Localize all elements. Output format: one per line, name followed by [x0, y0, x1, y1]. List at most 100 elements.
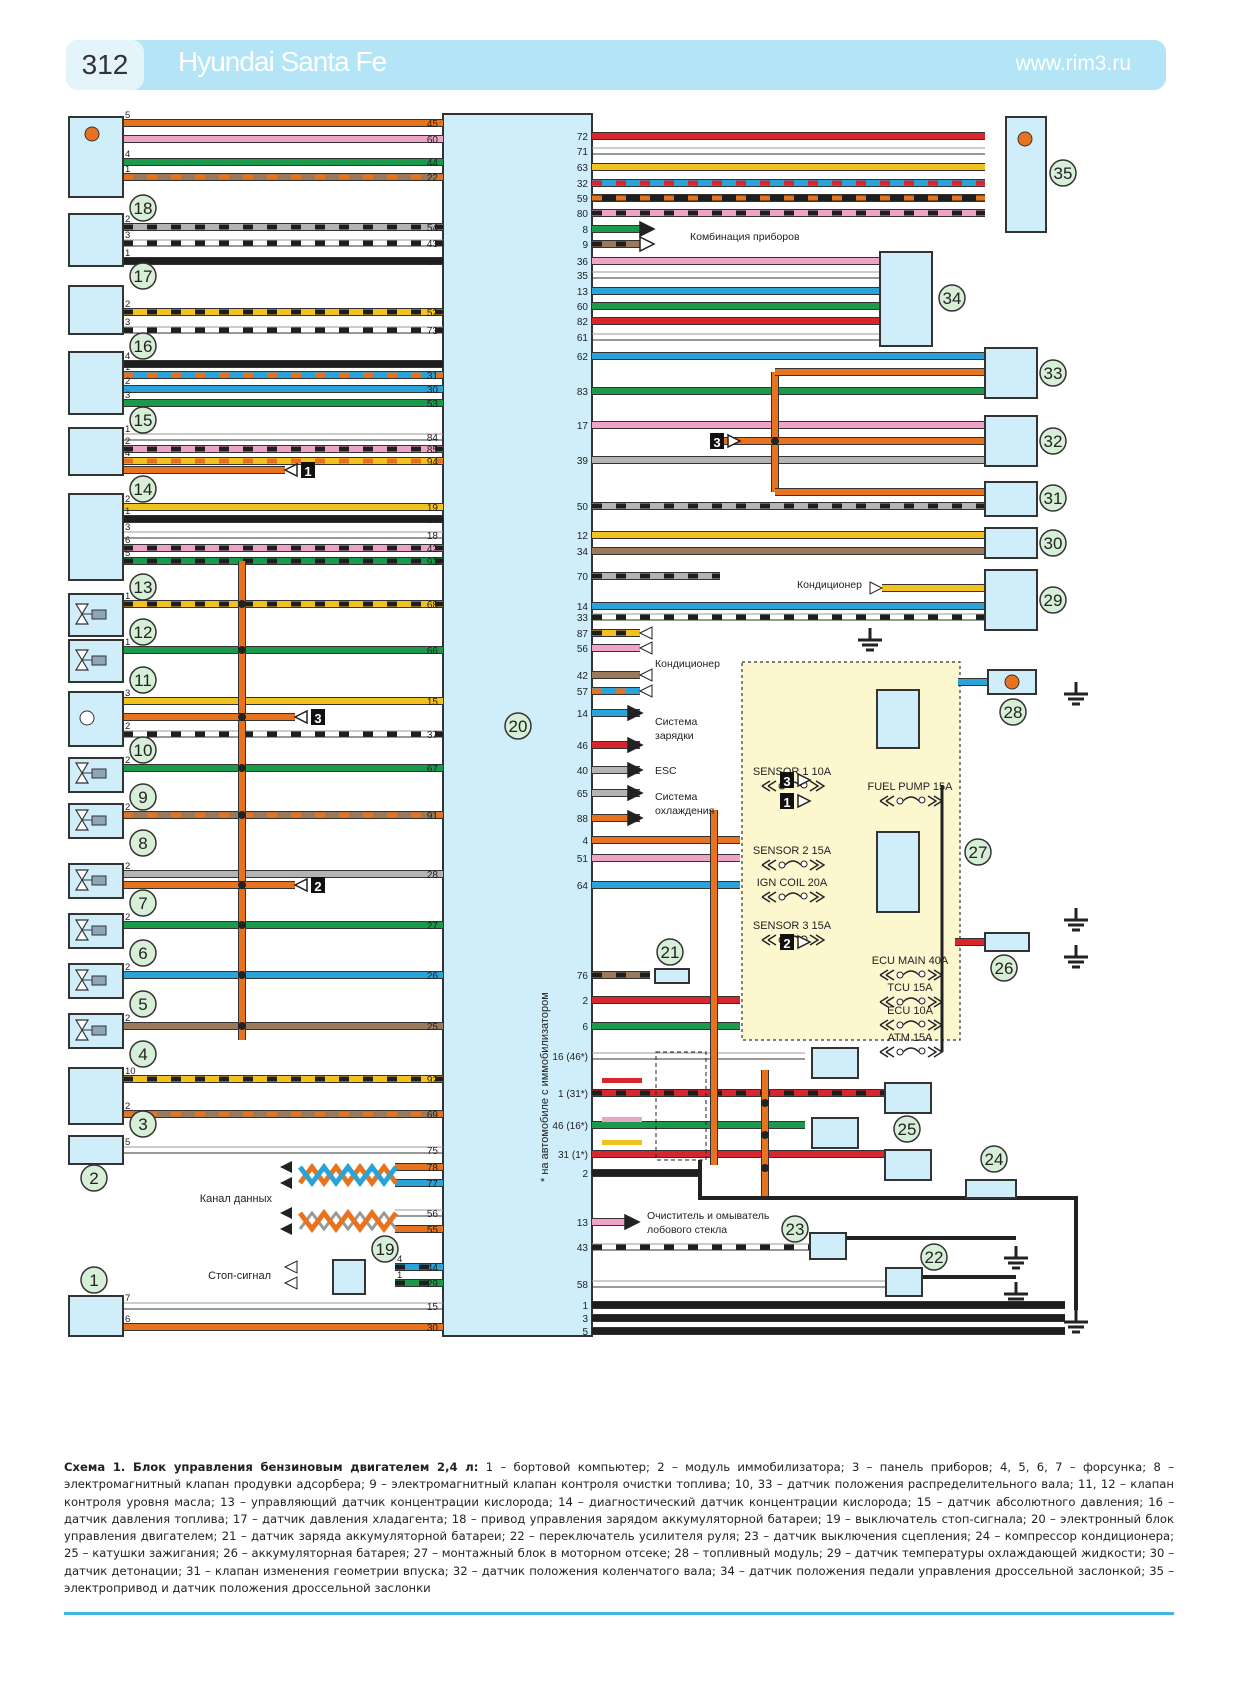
color-swatch-pink [602, 1117, 642, 1122]
component-badge-29: 29 [1039, 586, 1067, 614]
oil-level-valve-11 [68, 691, 124, 747]
component-badge-20: 20 [504, 712, 532, 740]
cooling-label-2: охлаждения [655, 805, 714, 817]
ref-box [311, 709, 325, 725]
ref-box [311, 877, 325, 893]
badge-circle [1039, 529, 1067, 557]
arrow-in-icon [283, 1260, 298, 1274]
ground-icon [1004, 1246, 1028, 1270]
component-pin-label: 2 [125, 861, 130, 872]
wire-shield [655, 1051, 707, 1161]
ecu-pin-right: 34 [577, 547, 589, 558]
ecu-pin-right: 83 [577, 387, 589, 398]
badge-circle [938, 284, 966, 312]
ecu-pin-right: 9 [582, 240, 588, 251]
junction-dot [238, 1022, 246, 1030]
ecu-pin-left: 73 [427, 326, 439, 337]
component-badge-5: 5 [129, 990, 157, 1018]
bottom-divider [64, 1612, 1174, 1615]
triangle-icon [797, 793, 812, 809]
ref-number: 3 [314, 711, 321, 726]
component-badge-4: 4 [129, 1040, 157, 1068]
badge-circle [893, 1115, 921, 1143]
ecu-pin-left: 30 [427, 1323, 439, 1334]
arrow-out-icon [627, 761, 644, 779]
arrow-in-icon [639, 235, 656, 253]
ground-icon [858, 628, 882, 652]
ignition-coil-3 [811, 1117, 859, 1149]
site-url: www.rim3.ru [1015, 52, 1131, 75]
component-badge-15: 15 [129, 406, 157, 434]
ecu-pin-right: 3 [582, 1314, 588, 1325]
component-badge-32: 32 [1039, 427, 1067, 455]
triangle-icon [797, 772, 812, 788]
component-pin-label: 2 [125, 376, 130, 387]
wire-left-pin-37 [123, 730, 443, 738]
page-header-bar [66, 40, 1166, 90]
arrow-in-icon [638, 668, 653, 682]
badge-number: 30 [1044, 534, 1063, 553]
color-swatch-red [602, 1078, 642, 1083]
ecu-pin-right: 56 [577, 644, 589, 655]
component-badge-31: 31 [1039, 484, 1067, 512]
component-badge-9: 9 [129, 783, 157, 811]
ecu-pin-right: 6 [582, 1022, 588, 1033]
ignition-coil-4 [884, 1149, 932, 1181]
wire-left-pin-43 [123, 239, 443, 247]
component-pin-label: 2 [125, 494, 130, 505]
arrow-out-icon [624, 1213, 641, 1231]
ecu-pin-left: 19 [427, 503, 439, 514]
badge-number: 19 [376, 1240, 395, 1259]
ecu-pin-left: 53 [427, 399, 439, 410]
ecu-pin-right: 39 [577, 456, 589, 467]
component-badge-2: 2 [80, 1164, 108, 1192]
knock-sensor-30 [984, 527, 1038, 559]
ecu-pin-right: 59 [577, 194, 589, 205]
badge-number: 28 [1004, 703, 1023, 722]
junction-dot [761, 1131, 769, 1139]
ecu-pin-left: 75 [427, 1146, 439, 1157]
ecu-pin-right: 16 (46*) [552, 1052, 588, 1063]
component-pin-label: 1 [397, 1270, 402, 1281]
ecu-pin-right: 88 [577, 814, 589, 825]
badge-number: 5 [138, 995, 147, 1014]
arrow-in-icon [638, 641, 653, 655]
ecu-pin-right: 2 [582, 1169, 588, 1180]
component-badge-13: 13 [129, 573, 157, 601]
ecu-pin-right: 87 [577, 629, 589, 640]
ac-compressor-24 [965, 1179, 1017, 1199]
ecu-pin-right: 64 [577, 881, 589, 892]
ecu-pin-left: 84 [427, 433, 439, 444]
component-pin-label: 3 [125, 230, 130, 241]
component-pin-label: 5 [125, 110, 130, 121]
arrow-out-icon [280, 1223, 292, 1235]
ac-label: Кондиционер [797, 579, 862, 591]
arrow-in-icon [638, 684, 653, 698]
ecu-pin-right: 46 (16*) [552, 1121, 588, 1132]
brake-signal-label: Стоп-сигнал [208, 1270, 271, 1282]
badge-number: 7 [138, 894, 147, 913]
wire-right-pin-61 [592, 333, 880, 341]
component-pin-label: 2 [125, 962, 130, 973]
ground-wire [698, 1160, 1078, 1310]
component-badge-28: 28 [999, 698, 1027, 726]
ref-box [301, 462, 315, 478]
badge-circle [129, 666, 157, 694]
reference-marker-3: 3 [710, 433, 742, 450]
badge-circle [371, 1235, 399, 1263]
brake-switch-19 [332, 1259, 366, 1295]
battery-sensor-21 [654, 968, 690, 984]
ecu-pin-left: 44 [427, 158, 439, 169]
component-badge-11: 11 [129, 666, 157, 694]
data-channel-twisted-pair [298, 1162, 398, 1234]
component-pin-label: 1 [125, 637, 130, 648]
fuel-pressure-sensor-16 [68, 351, 124, 415]
component-badge-16: 16 [129, 332, 157, 360]
data-channel-label: Канал данных [200, 1193, 273, 1205]
ecu-pin-right: 2 [582, 996, 588, 1007]
badge-number: 12 [134, 623, 153, 642]
badge-circle [129, 939, 157, 967]
ecu-pin-right: 51 [577, 854, 589, 865]
badge-number: 29 [1044, 591, 1063, 610]
ecu-pin-left: 30 [427, 385, 439, 396]
